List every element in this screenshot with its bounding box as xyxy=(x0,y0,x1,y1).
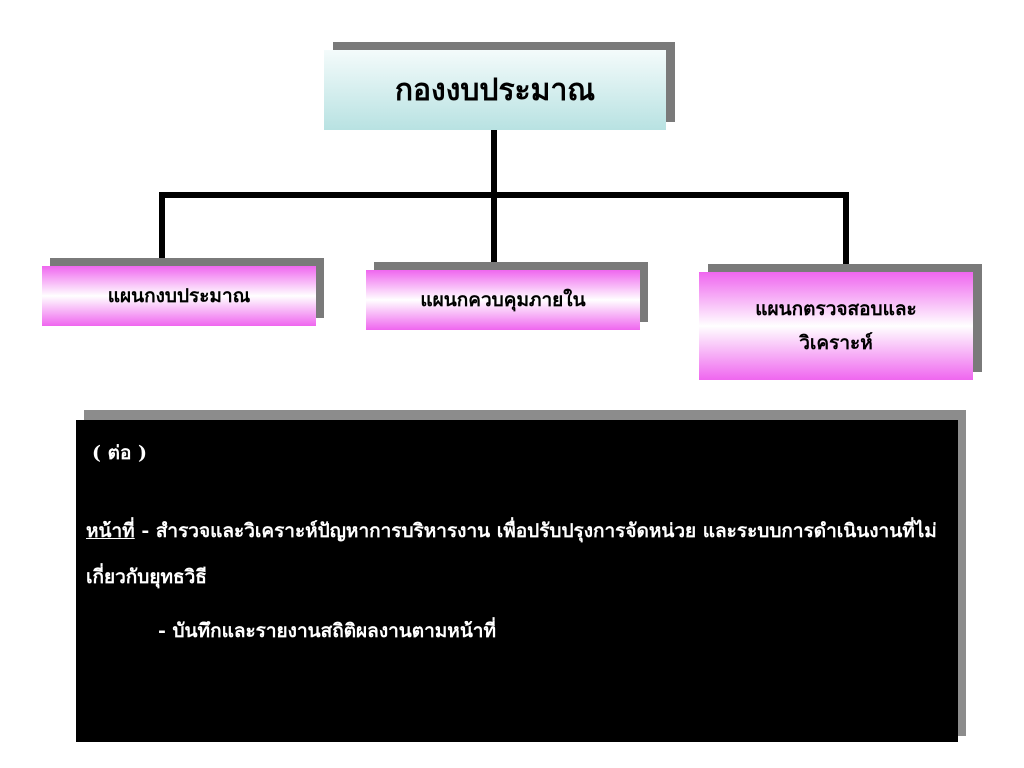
bullet-item: - บันทึกและรายงานสถิติผลงานตามหน้าที่ xyxy=(158,620,497,642)
connector-horizontal xyxy=(159,192,849,198)
root-node-label: กองงบประมาณ xyxy=(394,72,596,108)
connector-right-down xyxy=(843,192,849,270)
child-node-3-label: แผนกตรวจสอบและวิเคราะห์ xyxy=(755,298,917,354)
child-node-3: แผนกตรวจสอบและวิเคราะห์ xyxy=(699,272,973,380)
child-node-2-label: แผนกควบคุมภายใน xyxy=(420,289,586,311)
duty-text: - สำรวจและวิเคราะห์ปัญหาการบริหารงาน เพื… xyxy=(86,520,937,588)
duty-label: หน้าที่ xyxy=(86,520,135,542)
root-node: กองงบประมาณ xyxy=(324,50,666,130)
info-panel: ( ต่อ ) หน้าที่ - สำรวจและวิเคราะห์ปัญหา… xyxy=(76,420,958,742)
connector-root-down xyxy=(491,128,497,200)
connector-middle-down xyxy=(491,192,497,268)
child-node-1-label: แผนกงบประมาณ xyxy=(107,285,251,307)
connector-left-down xyxy=(159,192,165,264)
duty-paragraph: หน้าที่ - สำรวจและวิเคราะห์ปัญหาการบริหา… xyxy=(86,508,946,600)
child-node-2: แผนกควบคุมภายใน xyxy=(366,270,640,330)
continued-label: ( ต่อ ) xyxy=(92,442,147,464)
child-node-1: แผนกงบประมาณ xyxy=(42,266,316,326)
